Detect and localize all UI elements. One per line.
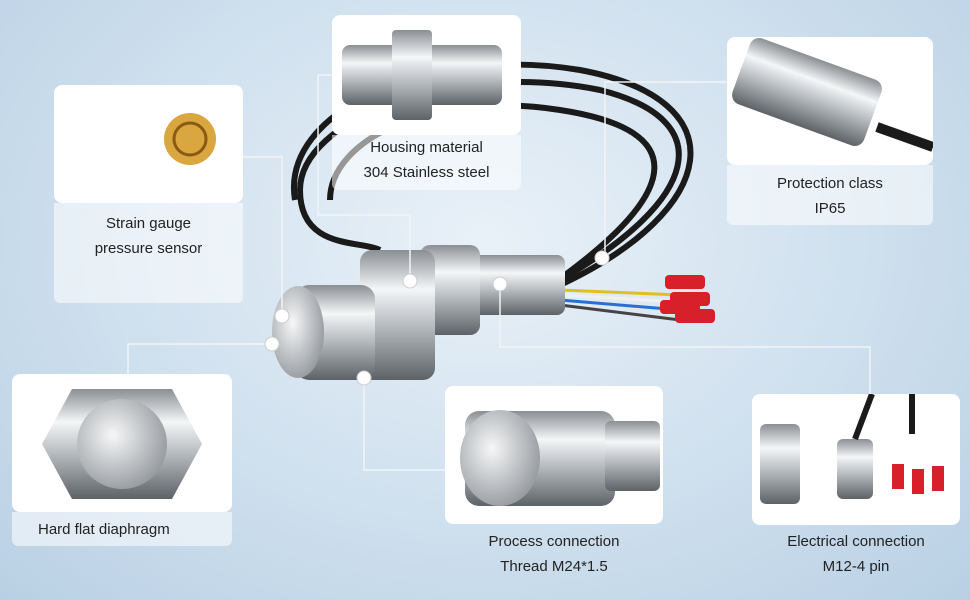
callout-protection: Protection class IP65	[727, 37, 933, 225]
caption-line2: pressure sensor	[94, 240, 203, 257]
caption-line1: Protection class	[777, 175, 883, 192]
caption-line2: M12-4 pin	[822, 558, 890, 575]
callout-process: Process connection Thread M24*1.5	[445, 386, 663, 586]
caption-line1: Hard flat diaphragm	[38, 521, 170, 538]
callout-housing: Housing material 304 Stainless steel	[332, 15, 521, 190]
caption-line2: IP65	[814, 200, 846, 217]
protection-photo	[727, 37, 933, 165]
terminals	[660, 275, 715, 323]
electrical-photo	[752, 394, 960, 525]
strain-gauge-photo	[54, 85, 243, 203]
callout-strain-gauge: Strain gauge pressure sensor	[54, 85, 243, 303]
caption-line2: Thread M24*1.5	[500, 558, 608, 575]
caption-line1: Process connection	[488, 533, 620, 550]
sensor-body	[272, 245, 565, 380]
callout-dots	[264, 250, 610, 386]
process-photo	[445, 386, 663, 524]
caption-line2: 304 Stainless steel	[363, 164, 490, 181]
callout-diaphragm: Hard flat diaphragm	[12, 374, 232, 546]
caption-line1: Electrical connection	[787, 533, 925, 550]
wires	[559, 288, 681, 322]
diaphragm-photo	[12, 374, 232, 512]
callout-electrical: Electrical connection M12-4 pin	[752, 394, 960, 584]
housing-photo	[332, 15, 521, 135]
connector-lines	[127, 74, 871, 471]
caption-line1: Strain gauge	[105, 215, 192, 232]
caption-line1: Housing material	[370, 139, 483, 156]
